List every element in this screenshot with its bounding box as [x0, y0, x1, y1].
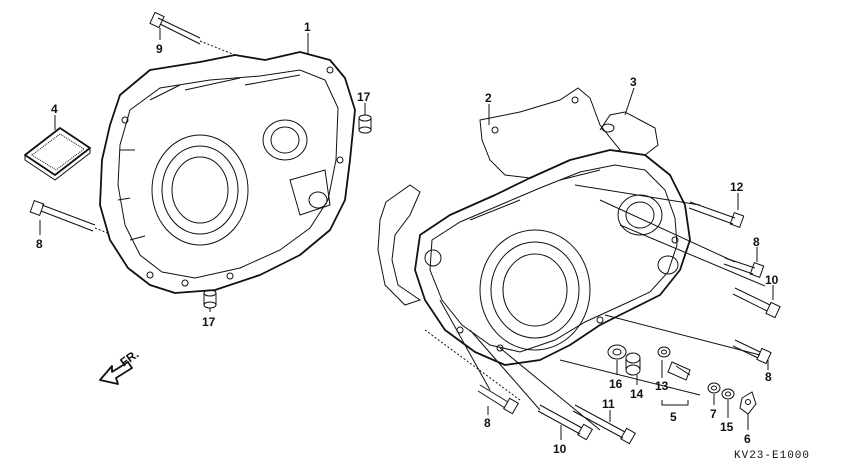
label-leaders	[39, 28, 774, 440]
right-crankcase	[414, 111, 691, 366]
oil-screen-4	[24, 127, 91, 181]
left-crankcase	[99, 51, 356, 294]
label-3: 3	[630, 75, 637, 89]
label-17-upper: 17	[357, 90, 371, 104]
bolt-10-right	[732, 287, 781, 319]
bolt-9	[149, 11, 236, 56]
group-bracket-5	[661, 400, 689, 406]
label-9: 9	[156, 42, 163, 56]
washer-13	[657, 346, 671, 358]
label-12: 12	[730, 180, 744, 194]
front-arrow	[99, 361, 133, 385]
label-5: 5	[670, 410, 677, 424]
label-4: 4	[51, 102, 58, 116]
switch-5	[667, 361, 691, 381]
label-10-right: 10	[765, 273, 779, 287]
bolt-11	[572, 404, 637, 445]
label-7: 7	[710, 407, 717, 421]
label-11: 11	[602, 397, 615, 411]
drawing-code: KV23-E1000	[734, 450, 810, 462]
label-8-left: 8	[36, 237, 43, 251]
plug-14	[625, 352, 641, 376]
bolt-8-bottom	[477, 384, 520, 415]
bolt-10-bottom	[537, 404, 594, 441]
label-1: 1	[304, 20, 311, 34]
dowel-17-lower	[203, 289, 217, 309]
washer-15	[721, 388, 735, 400]
bolt-12	[688, 201, 745, 228]
label-2: 2	[485, 91, 492, 105]
dowel-17-upper	[358, 114, 372, 134]
bolt-8-right-upper	[723, 257, 765, 278]
bolt-8-right-lower	[732, 339, 772, 365]
label-13: 13	[655, 379, 669, 393]
bolt-8-left	[29, 200, 111, 235]
label-17-lower: 17	[202, 315, 216, 329]
label-8-bottom: 8	[484, 416, 491, 430]
nut-7	[707, 382, 721, 394]
label-8-right-upper: 8	[753, 235, 760, 249]
label-10-bottom: 10	[553, 442, 567, 456]
label-6: 6	[744, 432, 751, 446]
label-14: 14	[630, 387, 644, 401]
terminal-6	[739, 391, 757, 415]
washer-16	[607, 344, 627, 360]
label-8-right-lower: 8	[765, 370, 772, 384]
label-15: 15	[720, 420, 734, 434]
label-16: 16	[609, 377, 623, 391]
